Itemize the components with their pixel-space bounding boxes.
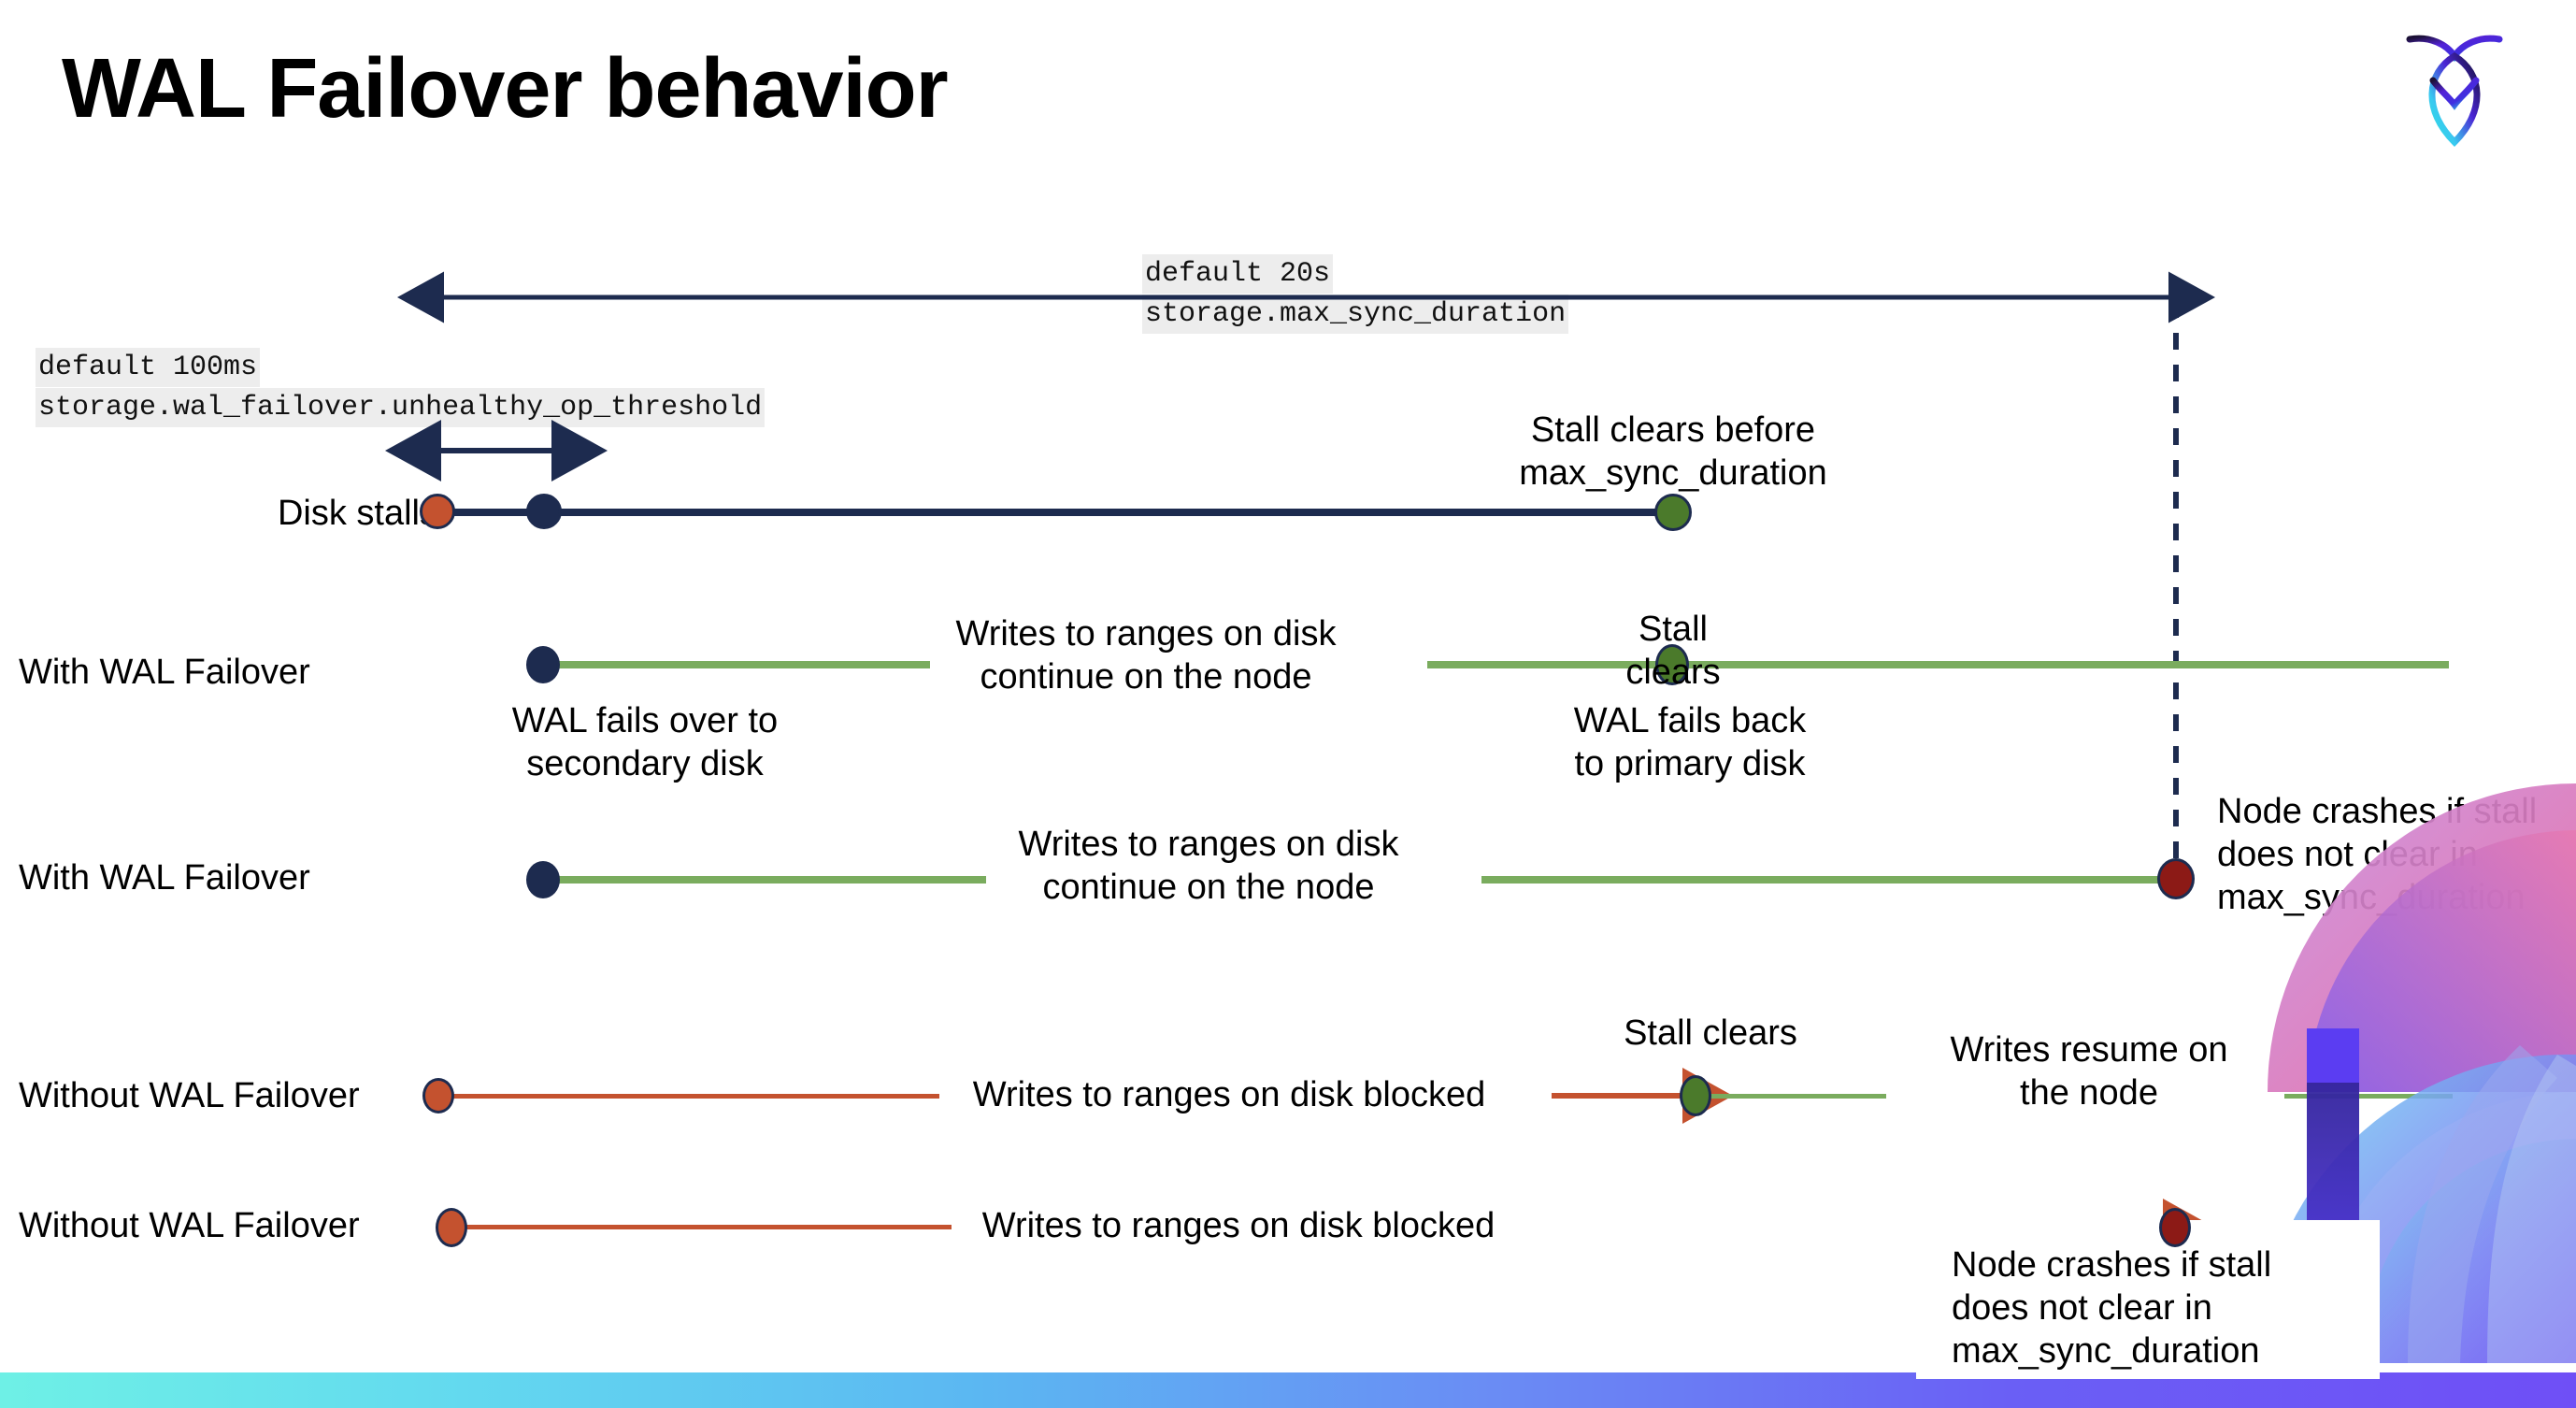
timeline-line-disk-stalls xyxy=(437,509,1673,516)
row-label-disk-stalls: Disk stalls xyxy=(277,494,437,533)
timeline-segment-c-without-wal-failover-1 xyxy=(2284,1094,2453,1099)
marker-failover-point-with-wal-failover-2[interactable] xyxy=(526,861,560,898)
cockroachdb-logo xyxy=(2402,24,2507,155)
annotation-writes-continue-1: Writes to ranges on disk continue on the… xyxy=(955,614,1337,697)
row-label-with-wal-failover-1: With WAL Failover xyxy=(19,653,310,692)
annotation-writes-continue-2: Writes to ranges on disk continue on the… xyxy=(1018,825,1399,907)
unhealthy-op-threshold-default-chip: default 100ms xyxy=(36,348,261,387)
annotation-wal-fails-back: WAL fails back to primary disk xyxy=(1573,701,1807,783)
annotation-wal-fails-over: WAL fails over to secondary disk xyxy=(511,701,779,783)
timeline-segment-b-with-wal-failover-2 xyxy=(1481,876,2173,884)
annotation-writes-blocked-2: Writes to ranges on disk blocked xyxy=(981,1206,1496,1245)
marker-stall-start-without-wal-failover-2[interactable] xyxy=(436,1208,467,1247)
marker-stall-clear-disk-stalls[interactable] xyxy=(1654,494,1692,531)
annotation-stall-clears-before: Stall clears before max_sync_duration xyxy=(1519,410,1827,493)
marker-node-crash-without-wal-failover-2[interactable] xyxy=(2159,1208,2191,1247)
row-label-with-wal-failover-2: With WAL Failover xyxy=(19,858,310,898)
max-sync-duration-setting-chip: storage.max_sync_duration xyxy=(1142,295,1569,334)
annotation-node-crashes-1: Node crashes if stall does not clear in … xyxy=(2217,792,2538,917)
row-label-without-wal-failover-1: Without WAL Failover xyxy=(19,1076,360,1115)
timeline-segment-b-with-wal-failover-1 xyxy=(1427,661,2449,668)
max-sync-duration-default-chip: default 20s xyxy=(1142,254,1334,294)
row-label-without-wal-failover-2: Without WAL Failover xyxy=(19,1206,360,1245)
timeline-segment-a-without-wal-failover-2 xyxy=(456,1225,952,1229)
annotation-writes-blocked-1: Writes to ranges on disk blocked xyxy=(972,1075,1486,1114)
marker-failover-point-with-wal-failover-1[interactable] xyxy=(526,646,560,683)
marker-stall-start-without-wal-failover-1[interactable] xyxy=(422,1078,454,1113)
annotation-writes-resume: Writes resume on the node xyxy=(1950,1030,2228,1113)
marker-stall-clear-without-wal-failover-1[interactable] xyxy=(1680,1075,1711,1116)
marker-node-crash-with-wal-failover-2[interactable] xyxy=(2157,858,2195,899)
page-title: WAL Failover behavior xyxy=(62,42,949,136)
marker-stall-start-disk-stalls[interactable] xyxy=(420,494,455,529)
annotation-stall-clears-2: Stall clears xyxy=(1624,1013,1797,1053)
timeline-segment-a-with-wal-failover-2 xyxy=(537,876,986,884)
timeline-segment-b-without-wal-failover-1 xyxy=(1709,1094,1886,1099)
timeline-segment-a-without-wal-failover-1 xyxy=(439,1094,939,1099)
timeline-segment-a-with-wal-failover-1 xyxy=(537,661,930,668)
marker-failover-point-disk-stalls[interactable] xyxy=(526,494,562,529)
annotation-stall-clears-1: Stall clears xyxy=(1625,610,1721,692)
unhealthy-op-threshold-setting-chip: storage.wal_failover.unhealthy_op_thresh… xyxy=(36,388,766,427)
marker-stall-clear-with-wal-failover-1[interactable] xyxy=(1655,644,1689,685)
annotation-node-crashes-2: Node crashes if stall does not clear in … xyxy=(1952,1245,2272,1371)
